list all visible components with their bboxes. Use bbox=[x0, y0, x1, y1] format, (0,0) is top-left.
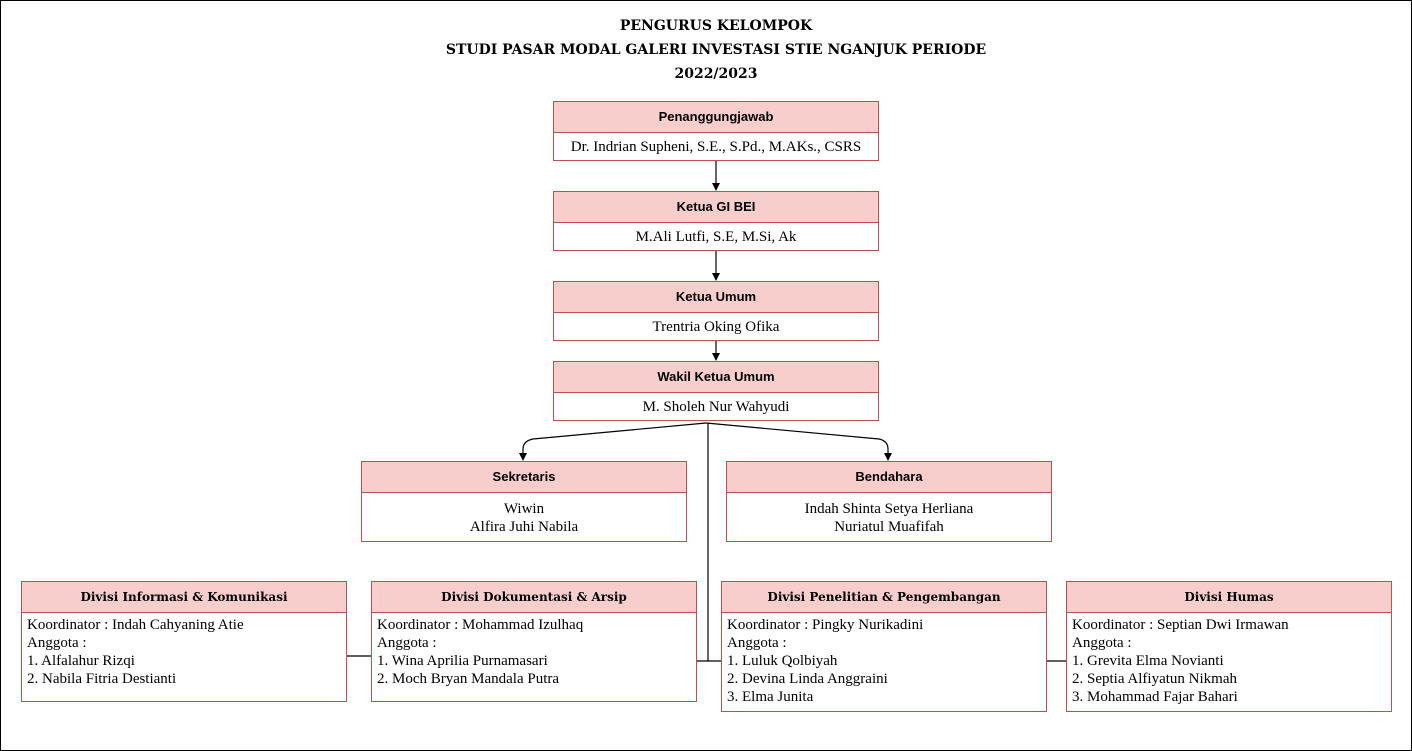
node-divisi-humas: Divisi Humas Koordinator : Septian Dwi I… bbox=[1066, 581, 1392, 712]
node-members: Koordinator : Indah Cahyaning Atie Anggo… bbox=[22, 613, 346, 688]
anggota-label: Anggota : bbox=[377, 635, 437, 651]
member-name: Nuriatul Muafifah bbox=[834, 519, 944, 535]
node-person-name: M. Sholeh Nur Wahyudi bbox=[642, 399, 790, 415]
node-header: Sekretaris bbox=[362, 462, 686, 493]
node-members: Indah Shinta Setya Herliana Nuriatul Mua… bbox=[727, 493, 1051, 536]
member-name: Alfira Juhi Nabila bbox=[469, 519, 579, 535]
node-person-name: Trentria Oking Ofika bbox=[652, 319, 780, 335]
node-header: Ketua GI BEI bbox=[554, 192, 878, 223]
coordinator-line: Koordinator : Septian Dwi Irmawan bbox=[1072, 617, 1289, 633]
coordinator-line: Koordinator : Indah Cahyaning Atie bbox=[27, 617, 244, 633]
coordinator-line: Koordinator : Mohammad Izulhaq bbox=[377, 617, 584, 633]
node-header: Ketua Umum bbox=[554, 282, 878, 313]
anggota-label: Anggota : bbox=[1072, 635, 1132, 651]
member-name: 1. Wina Aprilia Purnamasari bbox=[377, 653, 548, 669]
node-header: Wakil Ketua Umum bbox=[554, 362, 878, 393]
coordinator-line: Koordinator : Pingky Nurikadini bbox=[727, 617, 924, 633]
node-members: Wiwin Alfira Juhi Nabila bbox=[362, 493, 686, 536]
node-divisi-dokumentasi-arsip: Divisi Dokumentasi & Arsip Koordinator :… bbox=[371, 581, 697, 702]
arrow-wakil-to-sekretaris bbox=[519, 422, 707, 461]
member-name: 3. Elma Junita bbox=[727, 689, 814, 705]
member-name: 1. Luluk Qolbiyah bbox=[727, 653, 838, 669]
chart-title-line-1: PENGURUS KELOMPOK bbox=[619, 18, 813, 34]
member-name: 2. Nabila Fitria Destianti bbox=[27, 671, 177, 687]
node-header: Bendahara bbox=[727, 462, 1051, 493]
node-divisi-penelitian-pengembangan: Divisi Penelitian & Pengembangan Koordin… bbox=[721, 581, 1047, 712]
node-wakil-ketua-umum: Wakil Ketua Umum M. Sholeh Nur Wahyudi bbox=[553, 361, 879, 421]
anggota-label: Anggota : bbox=[27, 635, 87, 651]
arrow-wakil-to-bendahara bbox=[705, 422, 892, 461]
member-name: Wiwin bbox=[503, 501, 545, 517]
member-name: 2. Septia Alfiyatun Nikmah bbox=[1072, 671, 1237, 687]
node-person-name: M.Ali Lutfi, S.E, M.Si, Ak bbox=[635, 229, 797, 245]
node-sekretaris: Sekretaris Wiwin Alfira Juhi Nabila bbox=[361, 461, 687, 542]
node-header: Penanggungjawab bbox=[554, 102, 878, 133]
node-members: Koordinator : Pingky Nurikadini Anggota … bbox=[722, 613, 1046, 706]
node-members: Koordinator : Septian Dwi Irmawan Anggot… bbox=[1067, 613, 1391, 706]
node-penanggungjawab: Penanggungjawab Dr. Indrian Supheni, S.E… bbox=[553, 101, 879, 161]
node-header: Divisi Informasi & Komunikasi bbox=[22, 582, 346, 613]
node-ketua-umum: Ketua Umum Trentria Oking Ofika bbox=[553, 281, 879, 341]
node-ketua-gi-bei: Ketua GI BEI M.Ali Lutfi, S.E, M.Si, Ak bbox=[553, 191, 879, 251]
member-name: 2. Devina Linda Anggraini bbox=[727, 671, 888, 687]
member-name: 2. Moch Bryan Mandala Putra bbox=[377, 671, 560, 687]
node-header: Divisi Humas bbox=[1067, 582, 1391, 613]
node-person-name: Dr. Indrian Supheni, S.E., S.Pd., M.AKs.… bbox=[570, 139, 862, 155]
node-header: Divisi Penelitian & Pengembangan bbox=[722, 582, 1046, 613]
chart-title-line-2: STUDI PASAR MODAL GALERI INVESTASI STIE … bbox=[445, 42, 987, 58]
anggota-label: Anggota : bbox=[727, 635, 787, 651]
member-name: 1. Alfalahur Rizqi bbox=[27, 653, 135, 669]
member-name: 1. Grevita Elma Novianti bbox=[1072, 653, 1224, 669]
member-name: Indah Shinta Setya Herliana bbox=[804, 501, 974, 517]
member-name: 3. Mohammad Fajar Bahari bbox=[1072, 689, 1238, 705]
chart-title-line-3: 2022/2023 bbox=[674, 66, 758, 82]
node-header: Divisi Dokumentasi & Arsip bbox=[372, 582, 696, 613]
node-divisi-informasi-komunikasi: Divisi Informasi & Komunikasi Koordinato… bbox=[21, 581, 347, 702]
node-bendahara: Bendahara Indah Shinta Setya Herliana Nu… bbox=[726, 461, 1052, 542]
node-members: Koordinator : Mohammad Izulhaq Anggota :… bbox=[372, 613, 696, 688]
